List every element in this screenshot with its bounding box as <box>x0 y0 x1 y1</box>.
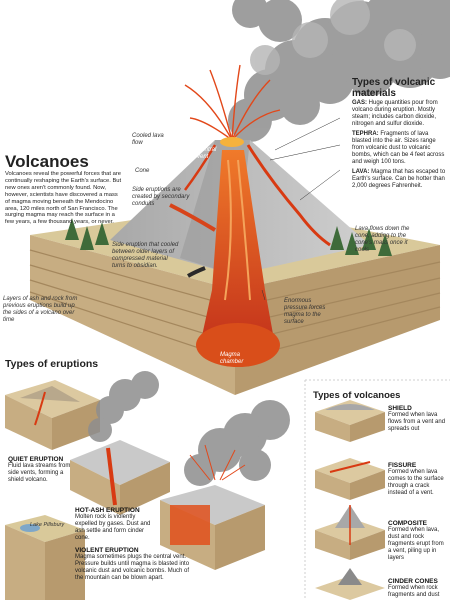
label-central-vent: Central vent <box>197 147 217 160</box>
eruption-sparks <box>184 64 281 141</box>
material-item: GAS: Huge quantities pour from volcano d… <box>352 100 438 127</box>
main-title: Volcanoes <box>5 152 89 171</box>
label-layers: Layers of ash and rock from previous eru… <box>3 296 78 323</box>
materials-list: GAS: Huge quantities pour from volcano d… <box>352 100 448 190</box>
label-cooled-lava: Cooled lava flow <box>132 133 164 146</box>
violent-sparks <box>189 444 246 481</box>
magma-chamber <box>196 323 280 367</box>
volcano-type-composite: COMPOSITE Formed when lava, dust and roc… <box>388 520 444 561</box>
eruption-hot-ash: HOT-ASH ERUPTION Molten rock is violentl… <box>75 507 151 541</box>
label-cone: Cone <box>135 168 150 174</box>
trees <box>65 218 392 256</box>
label-pressure: Enormous pressure forces magma to the su… <box>284 298 326 325</box>
label-side-eruptions: Side eruptions are created by secondary … <box>132 187 190 207</box>
volcano-type-fissure: FISSURE Formed when lava comes to the su… <box>388 462 444 496</box>
materials-title: Types of volcanic materials <box>352 77 436 99</box>
magma-conduit <box>200 150 275 352</box>
label-side-eruption-cooled: Side eruption that cooled between older … <box>112 242 179 269</box>
lake-pillsbury-label: Lake Pillsbury <box>30 522 65 528</box>
intro-text: Volcanoes reveal the powerful forces tha… <box>5 171 122 226</box>
volcano-type-cinder: CINDER CONES Formed when rock fragments … <box>388 578 440 598</box>
volcano-type-shield: SHIELD Formed when lava flows from a ven… <box>388 405 446 432</box>
label-lava-flows: Lava flows down the cone, adding to the … <box>355 226 410 253</box>
material-item: TEPHRA: Fragments of lava blasted into t… <box>352 131 445 165</box>
ground-front-right <box>235 245 440 395</box>
volcano-types-title: Types of volcanoes <box>313 390 401 401</box>
ground-front-left <box>30 235 235 395</box>
label-magma-chamber: Magma chamber <box>220 352 244 365</box>
eruption-quiet: QUIET ERUPTION Fluid lava streams from s… <box>8 456 71 483</box>
material-item: LAVA: Magma that has escaped to Earth's … <box>352 169 446 189</box>
eruptions-title: Types of eruptions <box>5 358 99 370</box>
eruption-violent: VIOLENT ERUPTION Magma sometimes plugs t… <box>75 547 190 581</box>
